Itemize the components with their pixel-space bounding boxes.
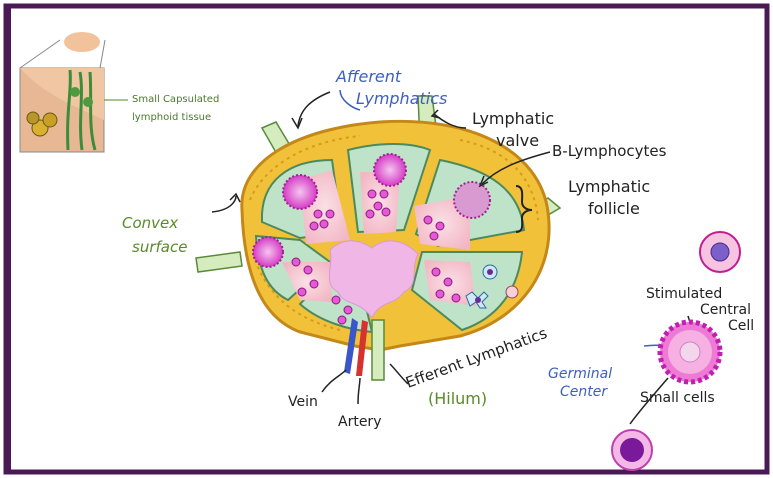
germinal-center — [374, 154, 406, 186]
inset-node — [70, 87, 80, 97]
stimulated-cell — [700, 232, 740, 272]
germinal-center — [283, 175, 317, 209]
inset-node — [27, 112, 39, 124]
convex-surface-label: Convex surface — [122, 214, 187, 256]
inset-node — [83, 97, 93, 107]
lymphatic-follicle-label: Lymphatic follicle — [568, 177, 655, 218]
germinal-center — [253, 237, 283, 267]
vein-label: Vein — [288, 394, 318, 410]
left-edge — [6, 6, 11, 472]
germinal-center-cell — [660, 322, 720, 382]
afferent-label: Afferent Lymphatics — [335, 67, 447, 108]
efferent-vessel — [372, 320, 384, 380]
inset-face — [64, 32, 100, 52]
inset-panel: Small Capsulated lymphoid tissue — [20, 32, 222, 152]
small-cells-label: Small cells — [640, 390, 715, 406]
artery-label: Artery — [338, 414, 381, 430]
b-lymphocytes-label: B-Lymphocytes — [552, 142, 667, 160]
afferent-vessel — [196, 252, 242, 272]
inset-label: Small Capsulated lymphoid tissue — [132, 94, 222, 123]
small-cell — [612, 430, 652, 470]
inset-node — [43, 113, 57, 127]
germinal-center — [454, 182, 490, 218]
hilum-label: (Hilum) — [428, 389, 487, 408]
germinal-center-label: Germinal Center — [548, 366, 617, 400]
